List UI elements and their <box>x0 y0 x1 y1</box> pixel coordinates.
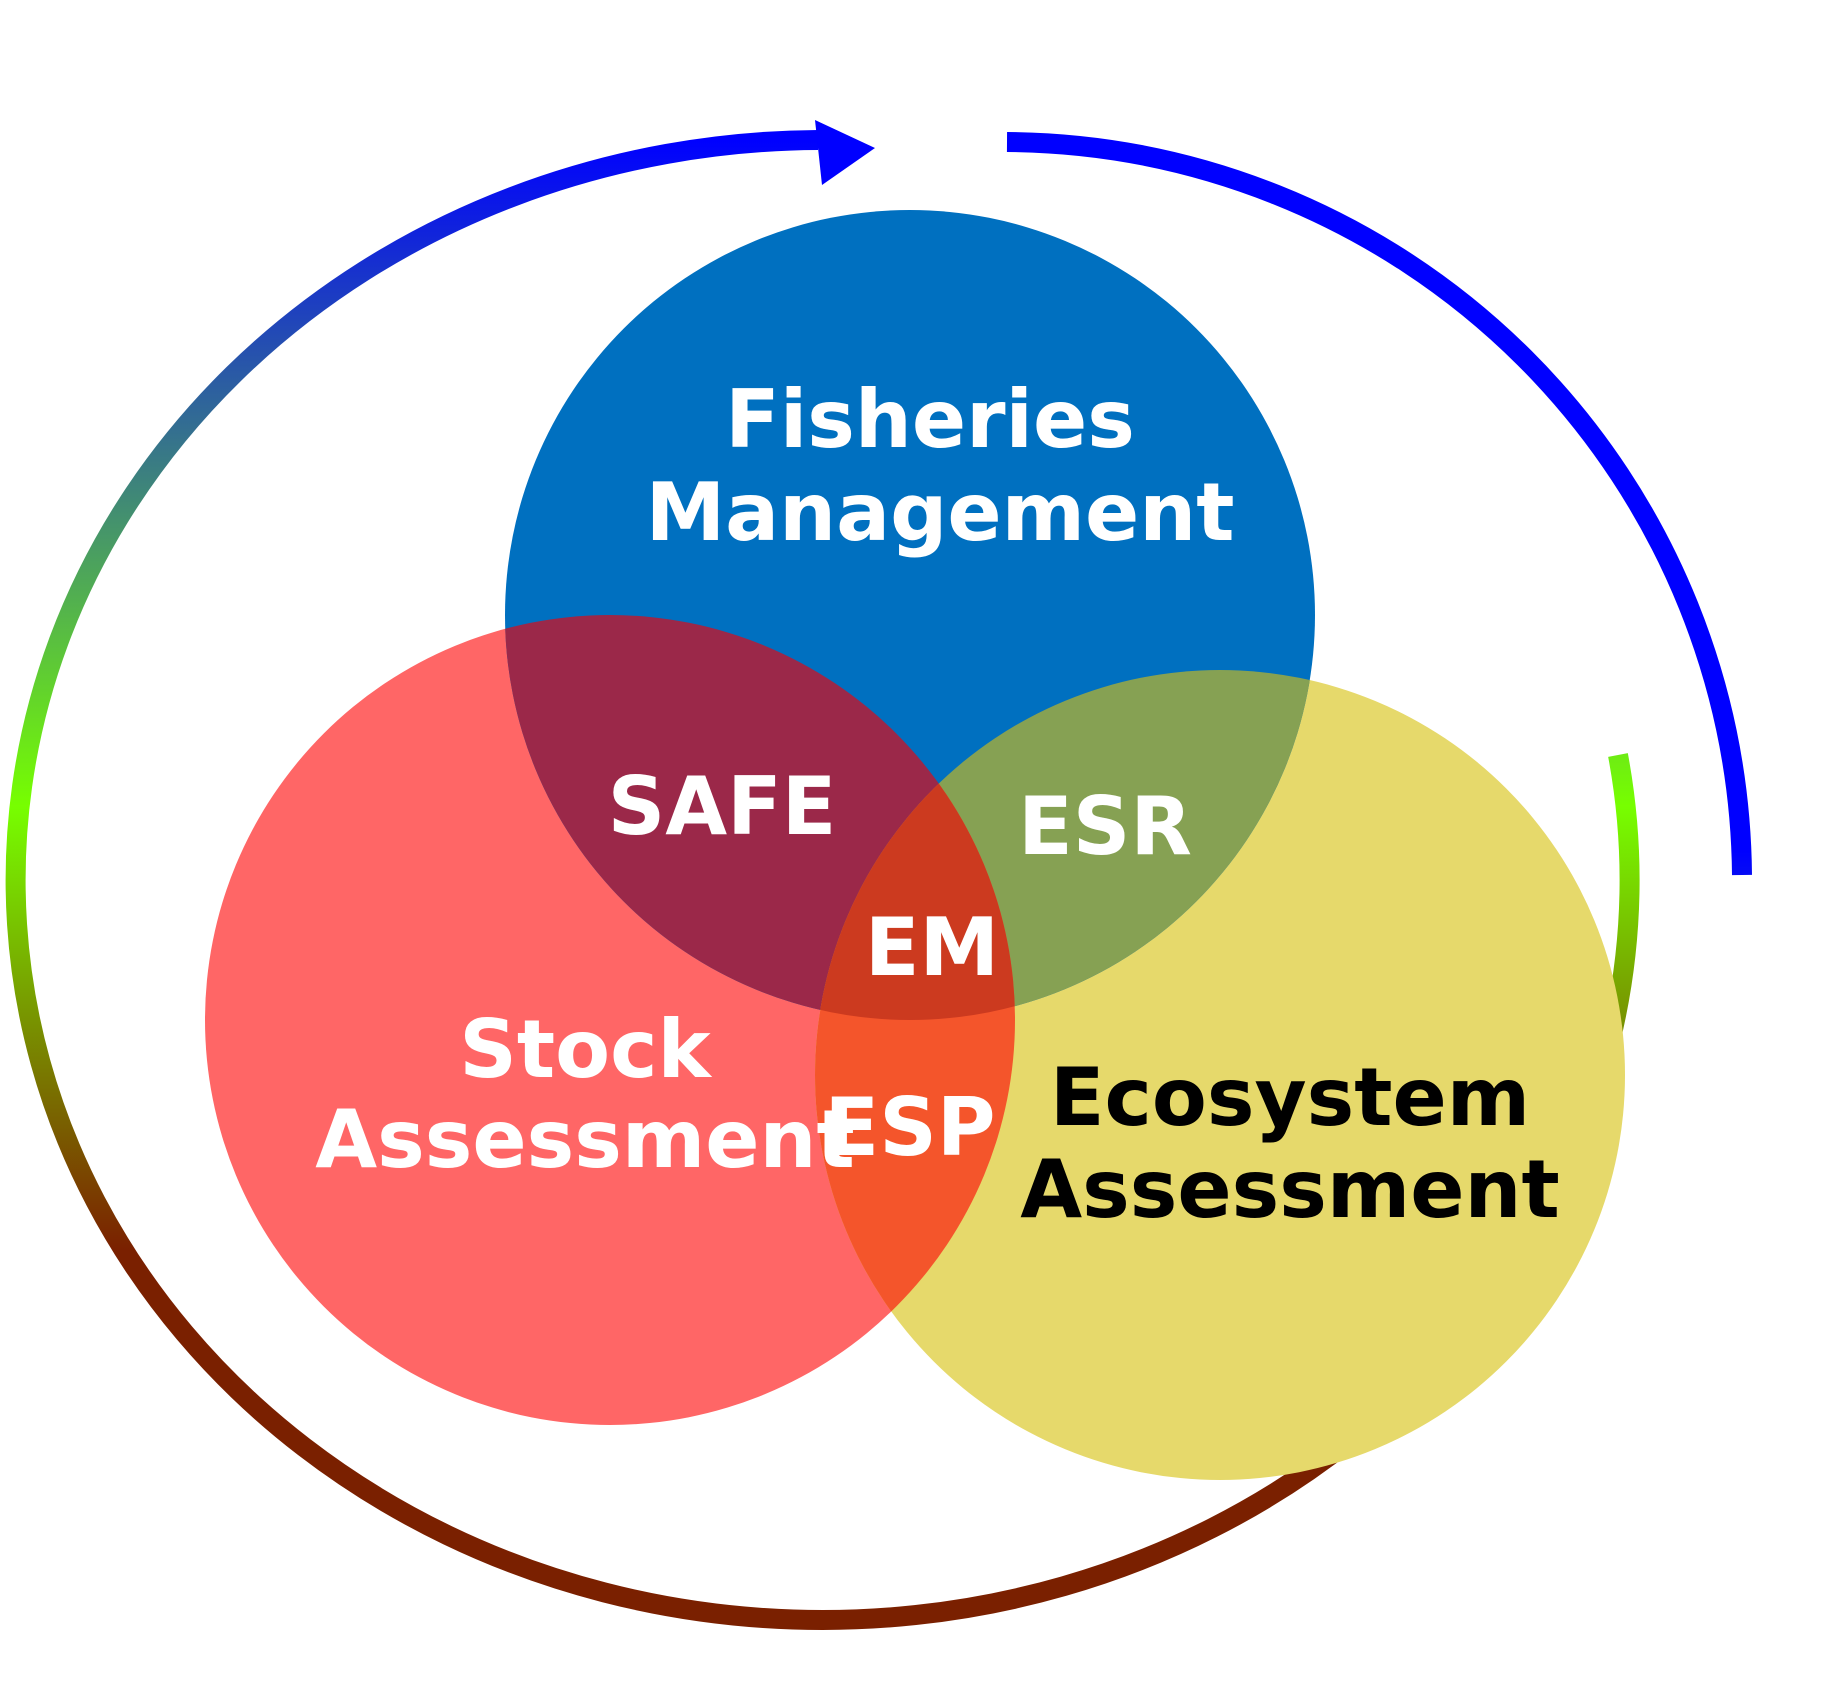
label-fisheries-line2: Management <box>646 466 1235 559</box>
cycle-arc-right <box>1006 132 1752 876</box>
label-esp: ESP <box>825 1081 996 1174</box>
venn-labels: Fisheries Management SAFE ESR EM ESP Sto… <box>315 373 1559 1236</box>
overlap-esr <box>815 670 1315 1020</box>
arrow-head-icon <box>815 120 875 185</box>
label-ecosystem-line2: Assessment <box>1020 1143 1559 1236</box>
label-ecosystem-line1: Ecosystem <box>1050 1051 1530 1144</box>
label-stock-line1: Stock <box>459 1003 712 1096</box>
label-fisheries-line1: Fisheries <box>725 373 1135 466</box>
label-stock-line2: Assessment <box>315 1093 854 1186</box>
venn-circles <box>205 210 1625 1480</box>
label-esr: ESR <box>1018 780 1192 873</box>
label-safe: SAFE <box>608 760 837 853</box>
overlap-safe <box>505 615 1015 1020</box>
label-em: EM <box>865 901 999 994</box>
